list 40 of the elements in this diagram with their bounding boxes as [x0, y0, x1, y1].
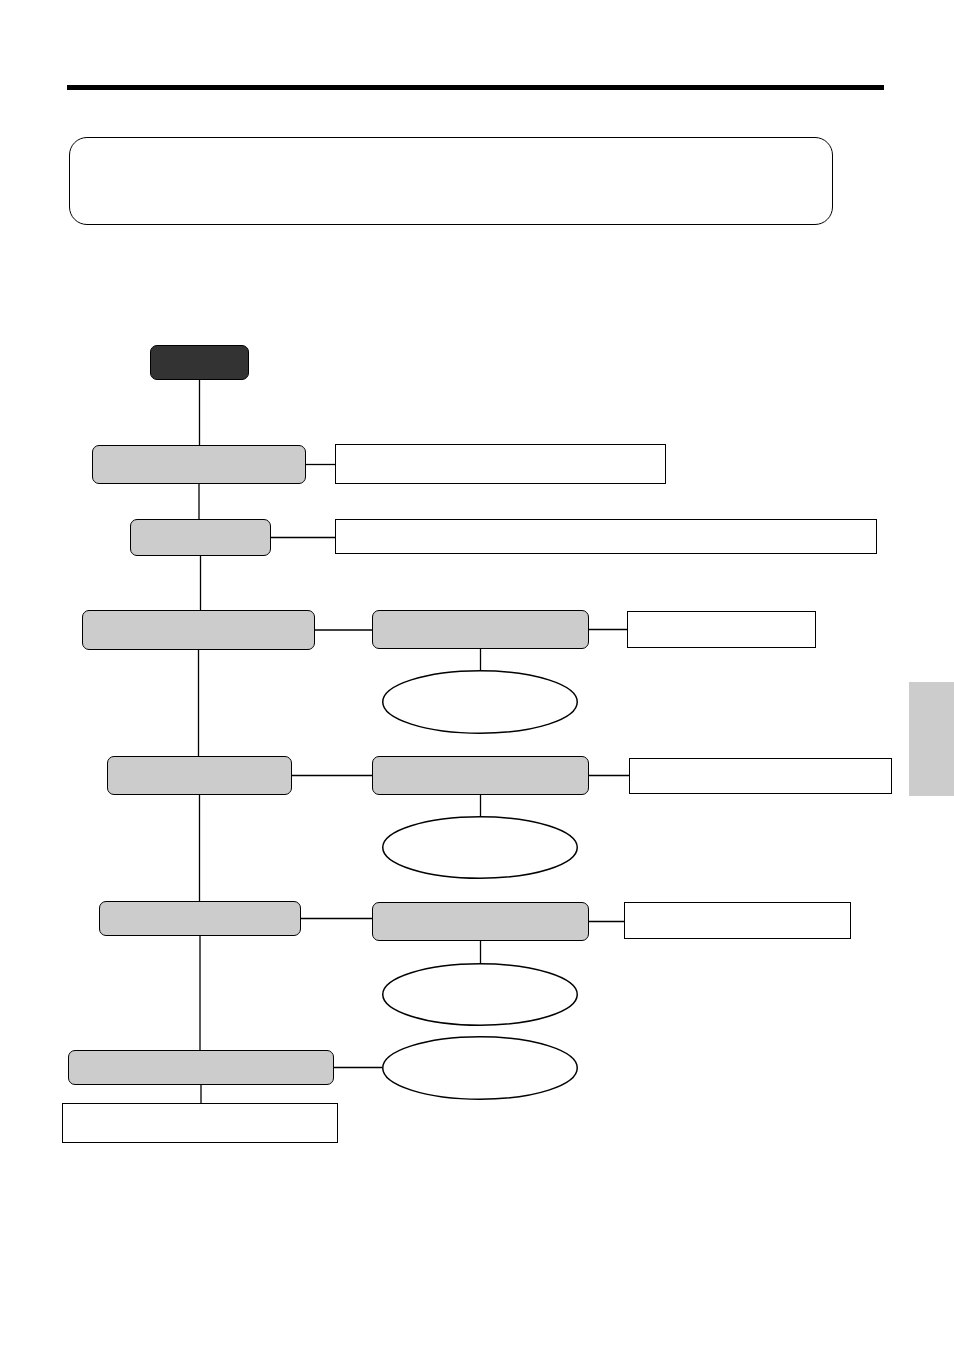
step-box — [92, 445, 306, 484]
connector-line — [197, 649, 200, 757]
note-box — [335, 444, 666, 484]
start-box — [150, 345, 249, 380]
connector-line — [588, 628, 628, 631]
connector-line — [198, 483, 200, 520]
note-box — [627, 611, 816, 648]
connector-line — [479, 648, 482, 671]
connector-line — [300, 917, 373, 920]
connector-line — [479, 794, 482, 817]
note-box — [335, 519, 877, 554]
result-ellipse — [382, 963, 578, 1026]
step-box — [372, 902, 589, 941]
connector-line — [314, 629, 373, 631]
note-box — [62, 1103, 338, 1143]
step-box — [82, 610, 315, 650]
step-box — [68, 1050, 334, 1085]
connector-line — [198, 379, 201, 446]
connector-line — [198, 794, 201, 902]
connector-line — [200, 1084, 202, 1104]
connector-line — [333, 1066, 383, 1069]
connector-line — [199, 935, 201, 1051]
connector-line — [479, 940, 482, 964]
connector-line — [305, 463, 336, 466]
note-box — [629, 758, 892, 794]
connector-line — [199, 555, 202, 611]
step-box — [130, 519, 271, 556]
result-ellipse — [382, 1036, 578, 1100]
step-box — [372, 756, 589, 795]
connector-line — [270, 536, 336, 539]
note-box — [624, 902, 851, 939]
connector-line — [588, 920, 625, 923]
connector-line — [291, 774, 373, 777]
header-panel — [69, 137, 833, 225]
connector-line — [588, 774, 630, 777]
step-box — [99, 901, 301, 936]
step-box — [107, 756, 292, 795]
result-ellipse — [382, 670, 578, 734]
step-box — [372, 610, 589, 649]
result-ellipse — [382, 816, 578, 879]
